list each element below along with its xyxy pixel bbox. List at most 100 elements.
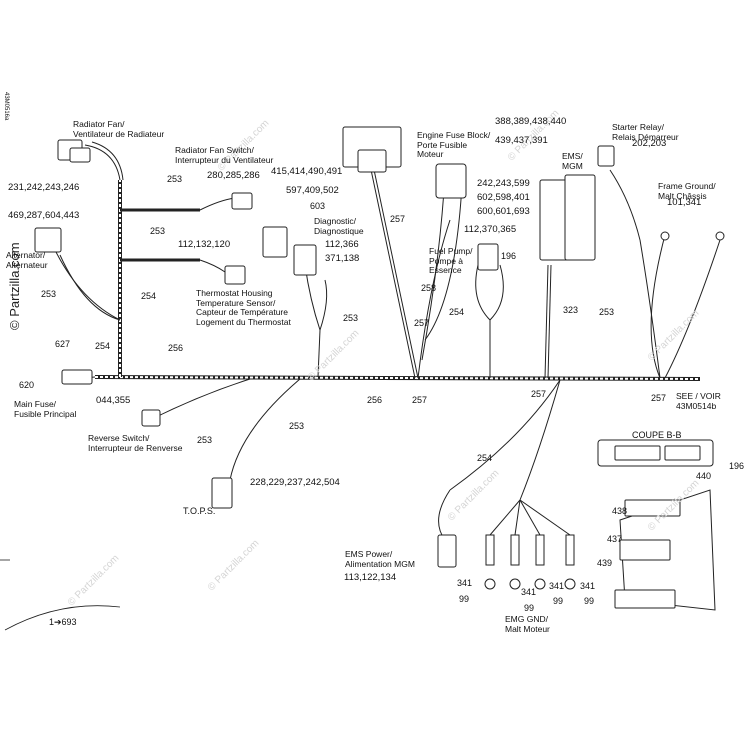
ground-rings (484, 534, 576, 590)
wire-439: 439 (597, 558, 613, 568)
pn-fuse-block-c: 600,601,693 (477, 206, 530, 217)
wire-99-b: 99 (524, 603, 535, 613)
label-ems: EMS/ MGM (562, 151, 583, 171)
pn-fuse-block-b: 602,598,401 (477, 192, 530, 203)
wire-438: 438 (612, 506, 628, 516)
frame-ground-rings (660, 231, 725, 241)
reverse-switch-connector (141, 409, 161, 427)
label-see-voir: SEE / VOIR 43M0514b (676, 391, 721, 411)
pn-ems-a: 388,389,438,440 (495, 116, 567, 127)
doc-reference: 43M0516a (3, 92, 9, 121)
wire-323: 323 (563, 305, 579, 315)
wire-253-b: 253 (150, 226, 166, 236)
engine-fuse-block (435, 163, 467, 199)
label-main-fuse: Main Fuse/ Fusible Principal (14, 399, 77, 419)
alternator-connector (34, 227, 62, 253)
label-ems-power: EMS Power/ Alimentation MGM (345, 549, 415, 569)
fuse-block-assembly (614, 489, 716, 611)
ems-power-connector (437, 534, 457, 568)
label-diagnostic: Diagnostic/ Diagnostique (314, 216, 364, 236)
wire-620: 620 (19, 380, 35, 390)
wire-257-a: 257 (390, 214, 406, 224)
wire-341-c: 341 (549, 581, 565, 591)
wire-257-c: 257 (412, 395, 428, 405)
label-frame-ground: Frame Ground/ Malt Châssis (658, 181, 716, 201)
radiator-fan-connector (57, 139, 91, 163)
label-radiator-fan-switch: Radiator Fan Switch/ Interrupteur du Ven… (175, 145, 274, 165)
label-tops: T.O.P.S. (183, 506, 216, 516)
wire-99-d: 99 (584, 596, 595, 606)
pn-diagnostic-b: 371,138 (325, 253, 360, 264)
wire-99-a: 99 (459, 594, 470, 604)
wire-196-b: 196 (729, 461, 745, 471)
label-radiator-fan: Radiator Fan/ Ventilateur de Radiateur (73, 119, 165, 139)
wire-256-a: 256 (168, 343, 184, 353)
main-trunk (94, 375, 701, 381)
fuse-block-branch (417, 174, 463, 379)
pn-ems-b: 439,437,391 (495, 135, 548, 146)
diagnostic-connector (262, 226, 317, 276)
wire-254-b: 254 (95, 341, 111, 351)
wire-253-a: 253 (167, 174, 183, 184)
label-reverse-switch: Reverse Switch/ Interrupteur de Renverse (88, 433, 183, 453)
label-alternator: Alternator/ Alternateur (6, 250, 48, 270)
wire-253-g: 253 (289, 421, 305, 431)
tops-connector (211, 477, 233, 509)
wire-253-e: 253 (599, 307, 615, 317)
pn-reverse-switch: 044,355 (96, 395, 131, 406)
wire-254-d: 254 (477, 453, 493, 463)
fuel-pump-connector (477, 243, 499, 271)
wire-257-b: 257 (414, 318, 430, 328)
pn-ems-power: 113,122,134 (344, 572, 397, 583)
wire-253-d: 253 (343, 313, 359, 323)
main-fuse-holder (61, 369, 93, 385)
radiator-fan-switch-connector (231, 192, 253, 210)
pn-frame-ground: 101,341 (667, 197, 702, 208)
wire-1-693: 1➔693 (49, 617, 77, 627)
label-fuel-pump: Fuel Pump/ Pompe à Essence (429, 246, 473, 275)
wire-257-d: 257 (531, 389, 547, 399)
wire-196-a: 196 (501, 251, 517, 261)
pn-tops: 228,229,237,242,504 (250, 477, 340, 488)
wire-257-e: 257 (651, 393, 667, 403)
pn-fuse-block-a: 242,243,599 (477, 178, 530, 189)
wire-440: 440 (696, 471, 712, 481)
wire-603: 603 (310, 201, 326, 211)
label-starter-relay: Starter Relay/ Relais Démarreur (612, 122, 679, 142)
ems-module (539, 174, 596, 261)
wire-258: 258 (421, 283, 437, 293)
top-connector (342, 126, 402, 173)
coupe-bb-section (597, 439, 714, 467)
fuel-pump-branch (475, 264, 504, 378)
pn-radiator-fan: 231,242,243,246 (8, 182, 80, 193)
starter-relay-connector (597, 145, 615, 167)
ems-branch (544, 264, 552, 379)
wire-627: 627 (55, 339, 71, 349)
top-connector-branch (369, 164, 419, 379)
label-engine-fuse-block: Engine Fuse Block/ Porte Fusible Moteur (417, 130, 491, 159)
thermostat-connector (224, 265, 246, 285)
label-emg-gnd: EMG GND/ Malt Moteur (505, 614, 550, 634)
pn-diagnostic-a: 112,366 (325, 239, 359, 250)
wire-437: 437 (607, 534, 623, 544)
pn-starter-relay: 202,203 (632, 138, 667, 149)
wire-99-c: 99 (553, 596, 564, 606)
starter-frame-branch (609, 169, 721, 379)
wire-253-f: 253 (197, 435, 213, 445)
label-thermostat: Thermostat Housing Temperature Sensor/ C… (196, 288, 291, 327)
wire-254-c: 254 (449, 307, 465, 317)
wire-341-d: 341 (580, 581, 596, 591)
wire-341-a: 341 (457, 578, 473, 588)
wire-341-b: 341 (521, 587, 537, 597)
wire-253-c: 253 (41, 289, 57, 299)
label-coupe: COUPE B-B (632, 430, 682, 440)
pn-fuel-pump: 112,370,365 (464, 224, 517, 235)
pn-alternator: 469,287,604,443 (8, 210, 80, 221)
pn-radiator-fan-switch: 280,285,286 (207, 170, 260, 181)
pn-connector-top2: 597,409,502 (286, 185, 339, 196)
wire-254-a: 254 (141, 291, 157, 301)
lower-branches (149, 378, 571, 541)
pn-connector-top: 415,414,490,491 (271, 166, 343, 177)
wire-256-b: 256 (367, 395, 383, 405)
